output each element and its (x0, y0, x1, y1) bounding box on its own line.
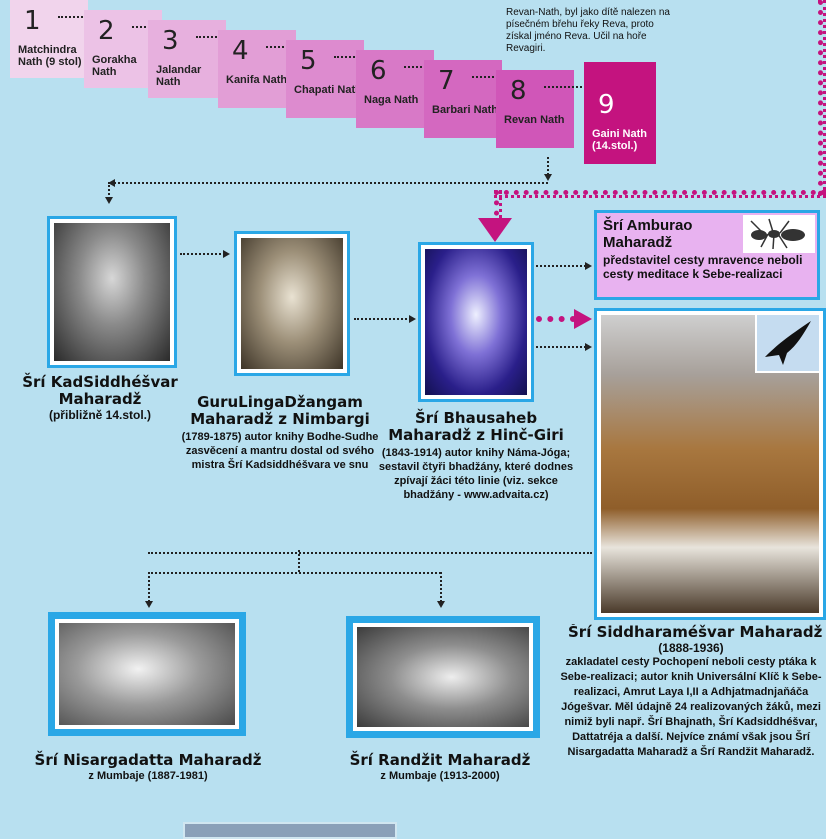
pink-arrowhead (478, 218, 512, 242)
lineage-name: Gorakha Nath (92, 54, 137, 78)
kadsiddheshvar-dates: (přibližně 14.stol.) (48, 408, 151, 422)
arrow-revan-down (544, 157, 552, 181)
lineage-name: Naga Nath (364, 94, 419, 106)
kadsiddheshvar-caption: Šrí KadSiddhéšvar Maharadž (přibližně 14… (0, 373, 200, 423)
partial-photo-bottom (183, 822, 397, 839)
amburao-box: Šrí Amburao Maharadž představitel cesty … (594, 210, 820, 300)
kadsiddheshvar-photo (47, 216, 177, 368)
revan-note: Revan-Nath, byl jako dítě nalezen na pís… (506, 7, 670, 54)
arrow-kad-to-guru (180, 250, 230, 258)
amburao-desc: představitel cesty mravence neboli cesty… (603, 253, 803, 281)
lineage-number: 2 (98, 16, 115, 46)
lineage-number: 4 (232, 36, 249, 66)
branch-connector-h (148, 552, 592, 554)
nisargadatta-dates: z Mumbaje (1887-1981) (88, 770, 208, 782)
arrow-guru-to-bhausaheb (354, 315, 416, 323)
randzit-name: Šrí Randžit Maharadž (349, 751, 531, 769)
randzit-caption: Šrí Randžit Maharadž z Mumbaje (1913-200… (330, 752, 550, 783)
bird-icon (755, 313, 821, 373)
nisargadatta-photo (48, 612, 246, 736)
arrow-to-randzit (437, 572, 445, 608)
branch-connector-h2 (148, 572, 441, 574)
bhausaheb-photo (418, 242, 534, 402)
lineage-name: Gaini Nath (14.stol.) (592, 128, 648, 152)
lineage-name: Chapati Nath (294, 84, 362, 96)
arrow-to-nisargadatta (145, 572, 153, 608)
nisargadatta-name: Šrí Nisargadatta Maharadž (34, 751, 262, 769)
lineage-number: 9 (598, 90, 615, 120)
arrow-to-kadsiddheshvar (108, 179, 548, 187)
randzit-photo (346, 616, 540, 738)
gurulinga-desc: (1789-1875) autor knihy Bodhe-Sudhe zasv… (181, 431, 379, 471)
bhausaheb-caption: Šrí Bhausaheb Maharadž z Hinč-Giri (1843… (366, 410, 586, 502)
lineage-number: 5 (300, 46, 317, 76)
lineage-name: Barbari Nath (432, 104, 499, 116)
siddharameshvar-caption: Šrí Siddharaméšvar Maharadž z Patri (188… (556, 624, 826, 760)
lineage-name: Matchindra Nath (9 stol) (18, 44, 82, 68)
ant-icon (743, 215, 815, 253)
lineage-name: Kanifa Nath (226, 74, 288, 86)
arrow-down-kadsiddheshvar (105, 182, 113, 204)
arrow-to-amburao (536, 262, 592, 270)
gurulinga-name: GuruLingaDžangam Maharadž z Nimbargi (190, 393, 370, 428)
siddharameshvar-name: Šrí Siddharaméšvar Maharadž z Patri (568, 624, 826, 641)
bhausaheb-name: Šrí Bhausaheb Maharadž z Hinč-Giri (388, 409, 564, 444)
pink-dots-to-siddharameshvar (536, 316, 576, 322)
lineage-name: Revan Nath (504, 114, 565, 126)
arrow-to-siddharameshvar (536, 343, 592, 351)
branch-connector-v (298, 550, 300, 572)
bhausaheb-desc: (1843-1914) autor knihy Náma-Jóga; sesta… (378, 447, 574, 501)
lineage-number: 6 (370, 56, 387, 86)
lineage-number: 1 (24, 6, 41, 36)
lineage-name: Jalandar Nath (156, 64, 202, 88)
siddharameshvar-desc: zakladatel cesty Pochopení neboli cesty … (560, 656, 822, 758)
revan-path-dotted-line-h (494, 190, 826, 198)
nisargadatta-caption: Šrí Nisargadatta Maharadž z Mumbaje (188… (28, 752, 268, 783)
amburao-title: Šrí Amburao Maharadž (603, 217, 693, 251)
gurulinga-caption: GuruLingaDžangam Maharadž z Nimbargi (17… (170, 394, 390, 472)
pink-arrowhead-2 (574, 309, 592, 329)
lineage-number: 7 (438, 66, 455, 96)
lineage-number: 3 (162, 26, 179, 56)
randzit-dates: z Mumbaje (1913-2000) (380, 770, 500, 782)
kadsiddheshvar-name: Šrí KadSiddhéšvar Maharadž (22, 373, 178, 408)
revan-path-dotted-line (818, 0, 826, 196)
siddharameshvar-photo (594, 308, 826, 620)
siddharameshvar-years: (1888-1936) (658, 641, 724, 655)
gurulinga-photo (234, 231, 350, 376)
lineage-number: 8 (510, 76, 527, 106)
